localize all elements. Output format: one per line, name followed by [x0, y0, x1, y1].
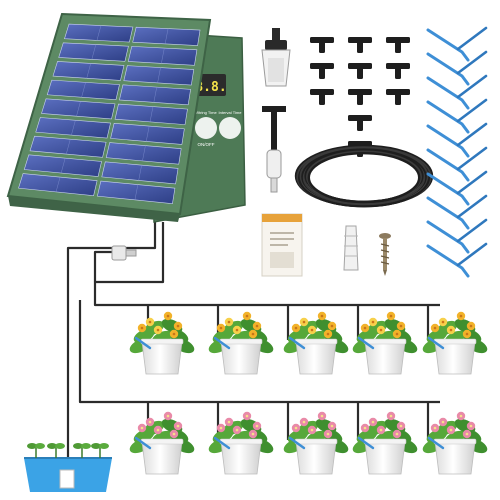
- coiled-tubing: [294, 144, 434, 208]
- drip-stake: [426, 194, 488, 230]
- drip-stake: [426, 74, 488, 110]
- solar-cell: [123, 65, 195, 86]
- tubing-loop: [307, 152, 421, 204]
- solar-cell: [64, 23, 134, 43]
- lcd-display: [196, 74, 226, 96]
- plant-pot: [422, 311, 488, 375]
- solar-cell: [46, 79, 120, 101]
- solar-cell: [105, 142, 182, 165]
- tee-connector: [386, 63, 410, 79]
- tee-connector: [386, 37, 410, 53]
- plant-pot: [129, 411, 195, 475]
- seedling: [73, 443, 91, 458]
- drip-stakes: [426, 26, 488, 278]
- solar-panel: [6, 12, 212, 222]
- drip-stake: [426, 146, 488, 182]
- solar-cell: [23, 154, 102, 177]
- plant-pot: [352, 311, 418, 375]
- plant-pot: [283, 311, 349, 375]
- screw: [379, 233, 391, 276]
- plant-pot: [208, 311, 274, 375]
- watering-time-button[interactable]: [195, 117, 217, 139]
- solar-cells: [18, 23, 201, 205]
- solar-cell: [97, 180, 176, 205]
- irrigation-tubing: [66, 222, 440, 462]
- drip-stake: [426, 98, 488, 134]
- seedling: [27, 443, 45, 458]
- tee-connector: [348, 63, 372, 79]
- interval-time-label: Interval Time: [219, 110, 243, 115]
- water-tray: [24, 443, 112, 492]
- plant-pot: [422, 411, 488, 475]
- tee-connector: [310, 63, 334, 79]
- on-off-label: ON/OFF: [198, 142, 215, 147]
- seedling: [47, 443, 65, 458]
- solar-cell: [41, 98, 116, 120]
- check-valve: [262, 106, 286, 193]
- drip-stake: [426, 242, 488, 278]
- tee-connector: [310, 37, 334, 53]
- solar-cell: [110, 123, 185, 145]
- plant-pot: [352, 411, 418, 475]
- plant-pot: [129, 311, 195, 375]
- solar-cell: [52, 61, 125, 81]
- plant-pot: [283, 411, 349, 475]
- tee-connectors: [310, 37, 410, 157]
- interval-time-button[interactable]: [219, 117, 241, 139]
- solar-cell: [35, 117, 111, 139]
- drip-stake: [426, 170, 488, 206]
- wall-anchor: [343, 225, 359, 271]
- solar-cell: [132, 26, 201, 46]
- seedling: [91, 443, 109, 458]
- solar-cell: [29, 135, 107, 158]
- watering-time-label: Wtring Time: [195, 110, 217, 115]
- pump-unit: [59, 469, 75, 489]
- solar-cell: [127, 46, 198, 66]
- tee-connector: [386, 89, 410, 105]
- drip-stake: [426, 26, 488, 62]
- tee-connector: [310, 89, 334, 105]
- solar-cell: [101, 161, 179, 185]
- seedlings: [27, 443, 109, 458]
- drip-stake: [426, 50, 488, 86]
- solar-cell: [58, 42, 129, 62]
- tee-connector: [348, 37, 372, 53]
- plant-pot: [208, 411, 274, 475]
- drip-stake: [426, 122, 488, 158]
- tee-connector: [348, 89, 372, 105]
- lcd-readout: 8.8.: [195, 80, 226, 95]
- tee-connector: [348, 115, 372, 131]
- water-filter: [261, 28, 291, 87]
- drip-stake: [426, 218, 488, 254]
- solar-cell: [18, 173, 98, 197]
- solar-cell: [114, 103, 188, 125]
- instruction-manual: [261, 213, 303, 277]
- plant-pots: [129, 311, 488, 475]
- inline-valve: [111, 245, 137, 261]
- solar-cell: [119, 84, 191, 106]
